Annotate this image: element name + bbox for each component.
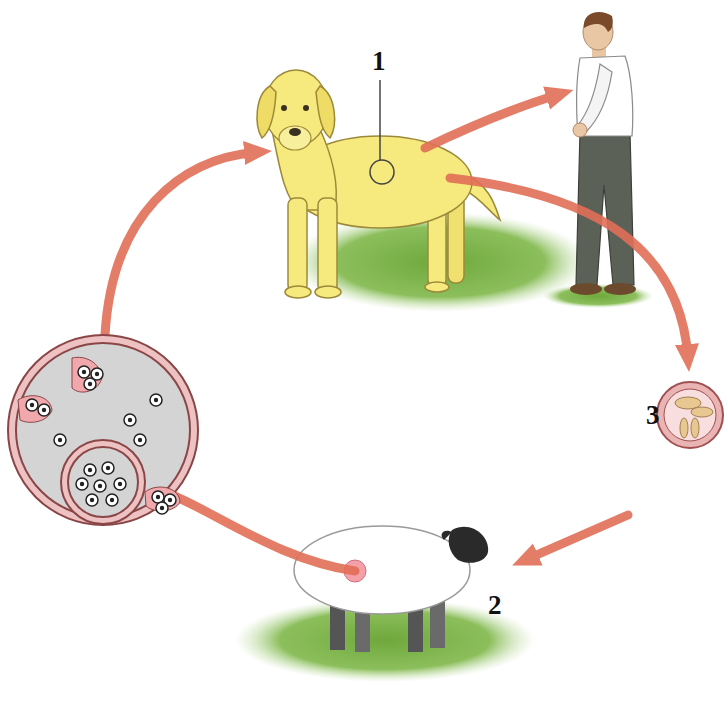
protoscolex [156,502,168,514]
protoscolex-cores-part [128,418,132,422]
protoscolex-cores-part [118,482,122,486]
cyst-wall [8,335,198,525]
embryo-hook [691,407,713,417]
brood-capsule [61,440,145,524]
dog-eye [303,105,309,111]
man-shirt [577,56,633,136]
man-arm [578,64,612,132]
protoscolex [76,478,88,490]
protoscolex [38,404,50,416]
sheep [294,526,488,652]
dog-leg [318,198,337,292]
dog-paw [425,282,449,292]
protoscolex [150,394,162,406]
cycle-arrow [425,94,560,148]
leader-line [379,80,381,160]
dog-ear [257,86,276,138]
protoscolex-cores-part [156,495,160,499]
protoscolex-cores-part [80,482,84,486]
germinal-bud [72,357,102,392]
protoscolex-cores-part [106,466,110,470]
protoscolex [114,478,126,490]
protoscolex [86,494,98,506]
protoscolex-cores-part [58,438,62,442]
man-hand [573,123,587,137]
protoscolex-cores-part [154,398,158,402]
protoscolex [54,434,66,446]
protoscolex [94,480,106,492]
worm-site-circle [370,160,394,184]
brood-capsule [68,447,138,517]
cycle-arrows [105,94,688,571]
protoscolex-cores-part [110,498,114,502]
dog-ear [316,86,335,138]
protoscolex [124,414,136,426]
protoscolex [134,434,146,446]
embryo-hook [680,418,688,438]
protoscolex [152,491,164,503]
callout-number: 1 [372,46,386,76]
dog-eye [281,105,287,111]
sheep-body [294,526,470,614]
protoscolex-cores-part [88,382,92,386]
dog-snout [279,126,311,150]
egg-shell [657,382,723,448]
cyst-cavity [16,343,190,517]
protoscolex-cores-part [30,403,34,407]
protoscolex-cores [30,370,172,510]
protoscolex [78,366,90,378]
dog-paw [315,286,341,298]
grass-shadow [543,284,653,308]
dog-paw [285,286,311,298]
egg [657,382,723,448]
protoscolex-cores-part [82,370,86,374]
protoscolex-cores-part [88,468,92,472]
sheep-head [449,527,489,563]
protoscolex [26,399,38,411]
protoscolex-cores-part [160,506,164,510]
germinal-bud [145,487,180,511]
man-shoe [570,283,602,295]
cycle-arrow [105,152,258,335]
protoscolex [102,462,114,474]
protoscolex [106,494,118,506]
protoscolex-cores-part [168,498,172,502]
hydatid-cyst [8,335,198,525]
egg-inner [664,389,716,441]
protoscolices [26,366,176,514]
protoscolex-cores-part [90,498,94,502]
man-shoe [604,283,636,295]
protoscolex-cores-part [98,484,102,488]
callout-number: 2 [488,590,502,620]
dog-leg [288,198,307,292]
sheep-ear [442,531,452,540]
man-hair [584,12,613,32]
germinal-bud [18,396,52,423]
cycle-arrow [450,178,688,358]
cycle-arrow [525,515,628,560]
dog-nose [289,128,301,136]
cycle-line [170,494,355,571]
man [570,12,636,295]
protoscolex [84,464,96,476]
embryo-hook [691,418,699,438]
callout-number: 3 [646,400,660,430]
protoscolex [84,378,96,390]
protoscolex-cores-part [138,438,142,442]
protoscolex-cores-part [42,408,46,412]
protoscolex-cores-part [95,372,99,376]
